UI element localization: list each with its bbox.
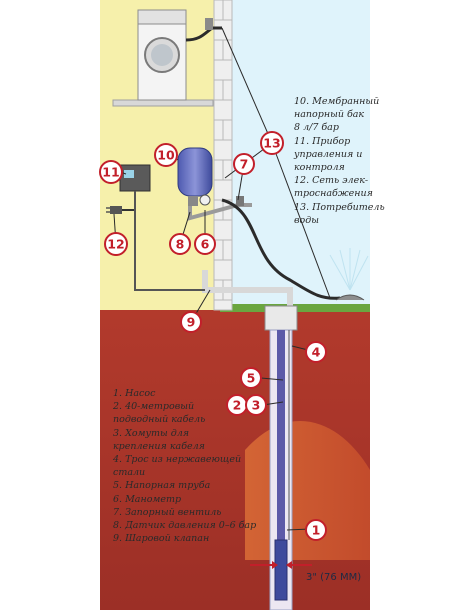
brick-wall [213, 0, 233, 311]
legend-line: 8. Датчик давления 0–6 бар [113, 520, 257, 532]
legend-line: 3. Хомуты для [113, 427, 190, 439]
legend-line: воды [294, 214, 320, 226]
legend-line: 7. Запорный вентиль [113, 506, 222, 518]
callout-5: 5 [240, 367, 262, 389]
callout-7: 7 [233, 153, 255, 175]
callout-10: 10 [154, 143, 178, 167]
svg-text:9: 9 [187, 315, 196, 330]
legend-line: 5. Напорная труба [113, 480, 211, 492]
legend-line: 11. Прибор [294, 135, 351, 147]
svg-text:3: 3 [252, 398, 261, 413]
callout-6: 6 [194, 233, 216, 255]
submersible-pump [274, 539, 288, 601]
legend-line: 4. Трос из нержавеющей [113, 454, 242, 466]
garden-hose [221, 198, 341, 300]
legend-line: напорный бак [294, 109, 365, 121]
svg-text:5: 5 [247, 371, 256, 386]
callout-3: 3 [245, 394, 267, 416]
legend-line: управления и [294, 148, 363, 160]
callout-9: 9 [180, 311, 202, 333]
callout-13: 13 [260, 131, 284, 155]
underground-pipe [202, 270, 293, 318]
legend-line: 13. Потребитель [294, 201, 385, 213]
washing-machine-icon [137, 9, 187, 101]
svg-text:6: 6 [201, 237, 210, 252]
legend-line: 9. Шаровой клапан [113, 533, 210, 545]
svg-text:12: 12 [107, 237, 124, 252]
sprinkler-icon [329, 248, 369, 301]
plug-icon [106, 206, 122, 214]
legend-line: подводный кабель [113, 414, 206, 426]
callout-4: 4 [305, 341, 327, 363]
legend-line: крепления кабеля [113, 440, 205, 452]
tap-icon [205, 18, 213, 30]
svg-text:1: 1 [312, 523, 321, 538]
manometer-gauge [199, 194, 211, 206]
svg-text:7: 7 [240, 157, 249, 172]
pipe-size-label: 3" (76 ММ) [306, 572, 361, 583]
membrane-tank [177, 147, 213, 206]
legend-line: 1. Насос [113, 388, 156, 399]
legend-line: 2. 40-метровый [113, 401, 195, 413]
svg-text:8: 8 [176, 237, 185, 252]
legend-line: стали [113, 467, 146, 479]
svg-text:11: 11 [102, 165, 119, 180]
legend-line: контроля [294, 162, 345, 174]
svg-text:2: 2 [233, 398, 242, 413]
legend-line: 10. Мембранный [294, 96, 380, 107]
shutoff-valve [236, 196, 244, 206]
callout-8: 8 [169, 233, 191, 255]
svg-text:4: 4 [312, 345, 321, 360]
callout-12: 12 [104, 232, 128, 256]
legend-line: 12. Сеть элек- [294, 175, 369, 187]
svg-text:13: 13 [263, 136, 280, 151]
callout-11: 11 [99, 160, 123, 184]
legend-line: 8 л/7 бар [294, 122, 339, 134]
control-box [119, 164, 151, 192]
legend-line: троснабжения [294, 188, 373, 200]
legend-line: 6. Манометр [113, 493, 182, 505]
shelf [112, 99, 214, 107]
callout-1: 1 [305, 519, 327, 541]
pressure-pipe [277, 330, 285, 540]
svg-text:10: 10 [157, 148, 175, 163]
well-head [264, 305, 298, 331]
pump-cable [134, 191, 205, 291]
